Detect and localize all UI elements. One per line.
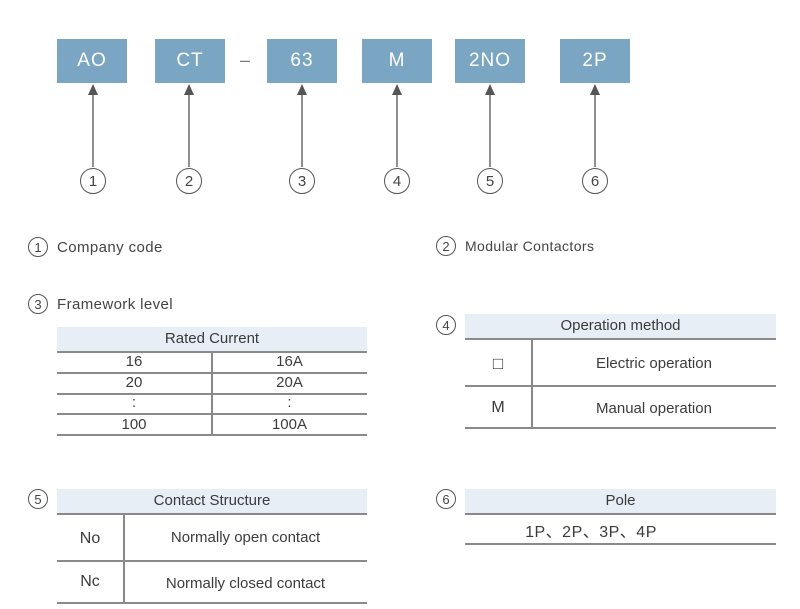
operation-method-divider	[531, 339, 533, 428]
marker-2: 2	[176, 168, 202, 194]
legend-1-text: Company code	[57, 239, 163, 256]
operation-method-rule	[465, 427, 776, 429]
arrow-head-1	[88, 84, 98, 95]
marker-4: 4	[384, 168, 410, 194]
code-box-company: AO	[57, 39, 127, 83]
contact-structure-desc: Normally open contact	[170, 529, 321, 546]
rated-current-table: Rated Current 16 16A 20 20A : : 100 100A	[57, 327, 367, 437]
operation-method-rule	[465, 385, 776, 387]
rated-current-code: 16	[125, 353, 143, 370]
legend-3-number: 3	[28, 294, 48, 314]
rated-current-rule	[57, 372, 367, 374]
arrow-head-3	[297, 84, 307, 95]
contact-structure-rule	[57, 560, 367, 562]
operation-method-table: Operation method □ Electric operation M …	[465, 314, 776, 430]
rated-current-code: :	[131, 394, 137, 411]
rated-current-rule	[57, 351, 367, 353]
marker-5: 5	[477, 168, 503, 194]
contact-structure-rule	[57, 602, 367, 604]
pole-header: Pole	[465, 489, 776, 513]
legend-2-number: 2	[436, 236, 456, 256]
rated-current-code: 100	[121, 416, 147, 433]
code-box-framework: 63	[267, 39, 337, 83]
contact-structure-code: Nc	[80, 573, 100, 590]
rated-current-code: 20	[125, 374, 143, 391]
contact-structure-header: Contact Structure	[57, 489, 367, 513]
marker-3: 3	[289, 168, 315, 194]
code-box-type: CT	[155, 39, 225, 83]
legend-2-text: Modular Contactors	[465, 238, 595, 254]
operation-method-code: M	[491, 399, 505, 416]
pole-rule	[465, 543, 776, 545]
legend-4-number: 4	[436, 315, 456, 335]
operation-method-desc: Electric operation	[596, 355, 712, 372]
legend-3-text: Framework level	[57, 296, 174, 313]
contact-structure-code: No	[79, 530, 101, 547]
legend-1-number: 1	[28, 237, 48, 257]
arrow-head-2	[184, 84, 194, 95]
operation-method-rule	[465, 338, 776, 340]
rated-current-value: 16A	[276, 353, 303, 370]
rated-current-rule	[57, 393, 367, 395]
contact-structure-table: Contact Structure No Normally open conta…	[57, 489, 367, 605]
code-box-operation: M	[362, 39, 432, 83]
legend-5-number: 5	[28, 489, 48, 509]
rated-current-value: 100A	[271, 416, 308, 433]
contact-structure-desc: Normally closed contact	[165, 575, 326, 592]
rated-current-value: :	[287, 394, 292, 411]
code-box-pole: 2P	[560, 39, 630, 83]
contact-structure-rule	[57, 513, 367, 515]
pointer-arrows	[88, 84, 600, 167]
operation-method-desc: Manual operation	[596, 400, 712, 417]
marker-1: 1	[80, 168, 106, 194]
rated-current-header: Rated Current	[57, 327, 367, 351]
contact-structure-divider	[123, 514, 125, 603]
pole-rule	[465, 513, 776, 515]
rated-current-rule	[57, 413, 367, 415]
marker-6: 6	[582, 168, 608, 194]
pole-values: 1P、2P、3P、4P	[525, 524, 657, 541]
arrow-head-5	[485, 84, 495, 95]
code-box-contact: 2NO	[455, 39, 525, 83]
code-separator: –	[240, 50, 251, 70]
legend-6-number: 6	[436, 489, 456, 509]
rated-current-rule	[57, 434, 367, 436]
operation-method-code: □	[492, 354, 504, 373]
pole-table: Pole 1P、2P、3P、4P	[465, 489, 776, 547]
arrow-head-4	[392, 84, 402, 95]
operation-method-header: Operation method	[465, 314, 776, 338]
arrow-head-6	[590, 84, 600, 95]
rated-current-value: 20A	[276, 374, 303, 391]
